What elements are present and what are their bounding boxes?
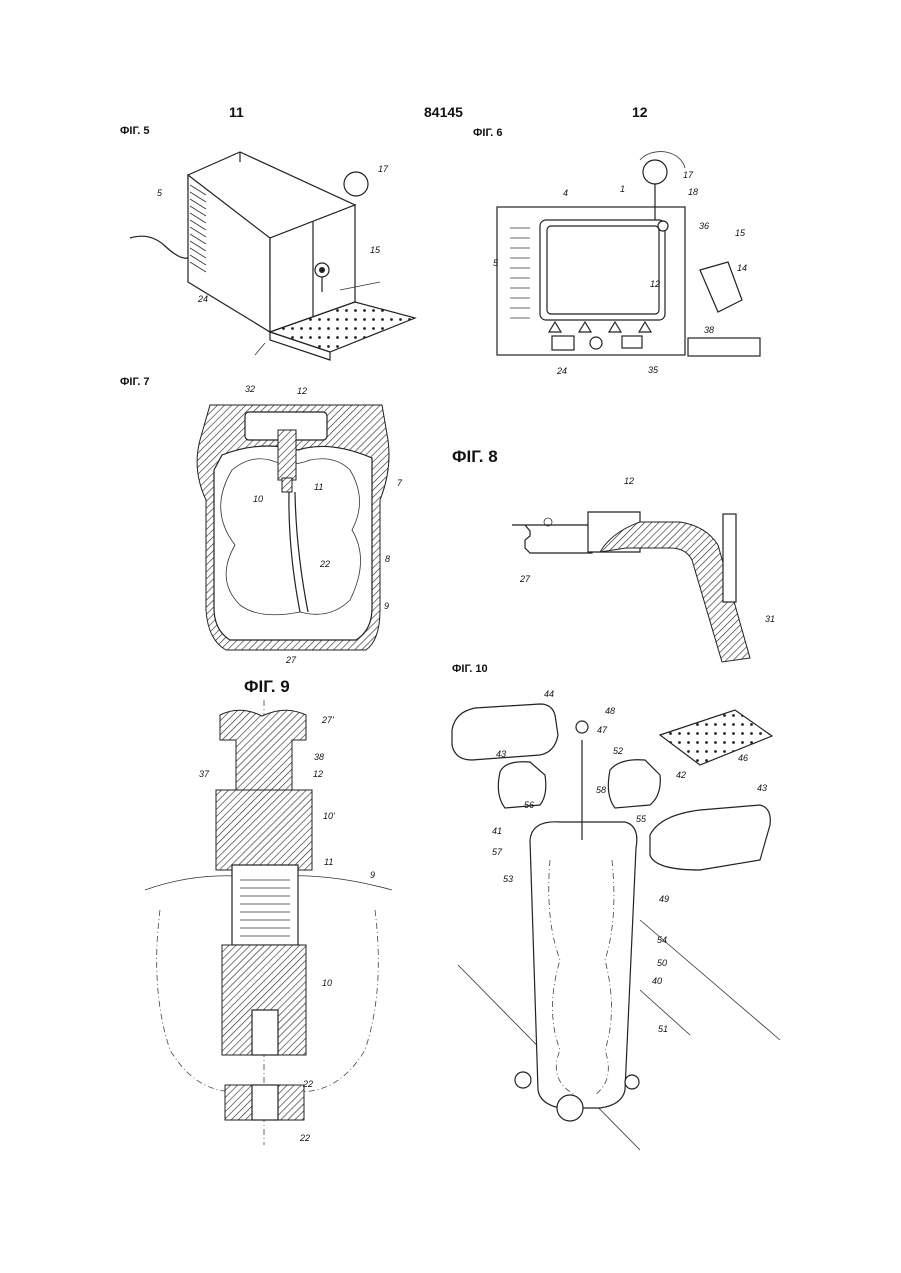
fig7-drawing: 32 12 7 10 11 22 8 9 27 bbox=[197, 384, 403, 665]
reference-numeral: 31 bbox=[765, 614, 775, 624]
reference-numeral: 15 bbox=[735, 228, 746, 238]
reference-numeral: 57 bbox=[492, 847, 503, 857]
reference-numeral: 24 bbox=[197, 294, 208, 304]
reference-numeral: 40 bbox=[652, 976, 662, 986]
reference-numeral: 11 bbox=[324, 857, 333, 867]
reference-numeral: 58 bbox=[596, 785, 606, 795]
reference-numeral: 37 bbox=[199, 769, 210, 779]
reference-numeral: 27 bbox=[519, 574, 531, 584]
reference-numeral: 46 bbox=[738, 753, 748, 763]
reference-numeral: 17 bbox=[683, 170, 694, 180]
reference-numeral: 9 bbox=[370, 870, 375, 880]
reference-numeral: 12 bbox=[650, 279, 660, 289]
reference-numeral: 51 bbox=[658, 1024, 668, 1034]
fig5-label: 5 bbox=[157, 188, 163, 198]
reference-numeral: 11 bbox=[314, 482, 323, 492]
reference-numeral: 7 bbox=[397, 478, 403, 488]
reference-numeral: 52 bbox=[613, 746, 623, 756]
reference-numeral: 18 bbox=[688, 187, 698, 197]
reference-numeral: 12 bbox=[297, 386, 307, 396]
reference-numeral: 32 bbox=[245, 384, 255, 394]
reference-numeral: 36 bbox=[699, 221, 709, 231]
reference-numeral: 42 bbox=[676, 770, 686, 780]
reference-numeral: 43 bbox=[757, 783, 767, 793]
fig6-drawing: 17 1 18 4 36 15 14 5 12 38 24 35 bbox=[493, 152, 760, 376]
reference-numeral: 56 bbox=[524, 800, 534, 810]
reference-numeral: 5 bbox=[493, 258, 499, 268]
fig5-drawing: 5 17 15 24 bbox=[130, 152, 415, 360]
reference-numeral: 14 bbox=[737, 263, 747, 273]
reference-numeral: 48 bbox=[605, 706, 615, 716]
reference-numeral: 10 bbox=[322, 978, 332, 988]
reference-numeral: 38 bbox=[314, 752, 324, 762]
reference-numeral: 22 bbox=[302, 1079, 313, 1089]
reference-numeral: 24 bbox=[556, 366, 567, 376]
reference-numeral: 10 bbox=[253, 494, 263, 504]
reference-numeral: 27' bbox=[321, 715, 334, 725]
reference-numeral: 9 bbox=[384, 601, 389, 611]
reference-numeral: 27 bbox=[285, 655, 297, 665]
reference-numeral: 4 bbox=[563, 188, 568, 198]
fig10-drawing: 44 48 47 52 46 43 42 43 56 58 55 41 57 5… bbox=[452, 689, 780, 1150]
reference-numeral: 55 bbox=[636, 814, 647, 824]
fig9-drawing: 27' 38 37 12 10' 11 9 10 22 22 bbox=[145, 700, 392, 1145]
reference-numeral: 41 bbox=[492, 826, 502, 836]
reference-numeral: 43 bbox=[496, 749, 506, 759]
reference-numeral: 49 bbox=[659, 894, 669, 904]
reference-numeral: 22 bbox=[299, 1133, 310, 1143]
reference-numeral: 35 bbox=[648, 365, 659, 375]
reference-numeral: 10' bbox=[323, 811, 335, 821]
reference-numeral: 54 bbox=[657, 935, 667, 945]
reference-numeral: 12 bbox=[624, 476, 634, 486]
reference-numeral: 22 bbox=[319, 559, 330, 569]
reference-numeral: 44 bbox=[544, 689, 554, 699]
reference-numeral: 38 bbox=[704, 325, 714, 335]
reference-numeral: 50 bbox=[657, 958, 667, 968]
reference-numeral: 53 bbox=[503, 874, 513, 884]
reference-numeral: 47 bbox=[597, 725, 608, 735]
reference-numeral: 8 bbox=[385, 554, 390, 564]
reference-numeral: 15 bbox=[370, 245, 381, 255]
reference-numeral: 17 bbox=[378, 164, 389, 174]
reference-numeral: 12 bbox=[313, 769, 323, 779]
fig8-drawing: 12 27 31 bbox=[512, 476, 775, 662]
reference-numeral: 1 bbox=[620, 184, 625, 194]
